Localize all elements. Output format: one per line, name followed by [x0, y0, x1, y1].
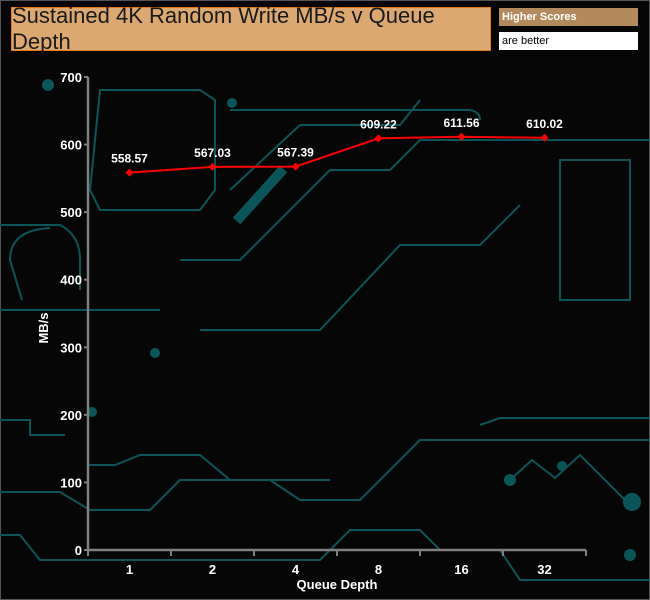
data-point [540, 133, 549, 142]
y-tick-label: 500 [60, 205, 82, 220]
data-point [208, 162, 217, 171]
data-point [125, 168, 134, 177]
y-tick-label: 700 [60, 70, 82, 85]
data-point [291, 162, 300, 171]
x-tick-label: 1 [126, 562, 133, 577]
x-tick-label: 2 [209, 562, 216, 577]
y-tick-label: 100 [60, 475, 82, 490]
x-tick-label: 16 [454, 562, 468, 577]
data-label: 567.03 [194, 146, 231, 160]
x-tick-label: 4 [292, 562, 300, 577]
data-point [457, 132, 466, 141]
y-axis-label: MB/s [36, 312, 51, 343]
series-line [129, 135, 545, 174]
x-tick-label: 32 [537, 562, 551, 577]
x-axis-label: Queue Depth [297, 577, 378, 592]
data-point [374, 134, 383, 143]
data-label: 609.22 [360, 117, 397, 131]
legend-are-better: are better [499, 32, 638, 50]
y-tick-label: 0 [75, 543, 82, 558]
y-tick-label: 400 [60, 273, 82, 288]
legend-higher-scores: Higher Scores [499, 8, 638, 26]
data-label: 558.57 [111, 152, 148, 166]
data-label: 567.39 [277, 146, 314, 160]
y-tick-label: 600 [60, 138, 82, 153]
x-tick-label: 8 [375, 562, 382, 577]
chart-title: Sustained 4K Random Write MB/s v Queue D… [11, 3, 491, 54]
data-label: 611.56 [443, 116, 479, 130]
y-tick-label: 300 [60, 340, 82, 355]
y-tick-label: 200 [60, 408, 82, 423]
data-label: 610.02 [526, 117, 563, 131]
